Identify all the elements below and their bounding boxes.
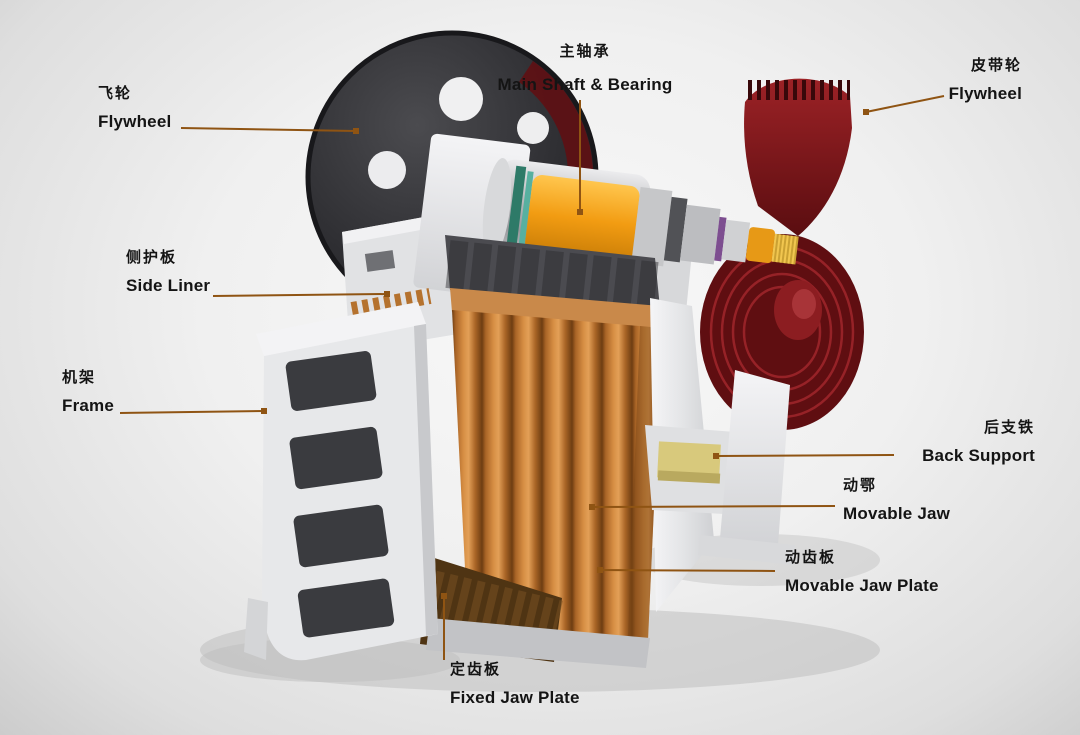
label-movable-jaw-plate: 动齿板 Movable Jaw Plate	[785, 549, 939, 595]
label-side-liner-zh: 侧护板	[126, 249, 178, 266]
label-movable-jaw-zh: 动鄂	[843, 477, 878, 494]
label-frame-en: Frame	[62, 395, 115, 415]
label-flywheel-left-zh: 飞轮	[98, 85, 133, 102]
label-frame-zh: 机架	[62, 369, 97, 386]
label-side-liner: 侧护板 Side Liner	[126, 249, 211, 295]
label-main-shaft-bearing-zh: 主轴承	[559, 43, 611, 60]
label-fixed-jaw-plate-en: Fixed Jaw Plate	[450, 687, 580, 707]
belt-pulley-arch-graphic	[744, 78, 852, 236]
label-side-liner-en: Side Liner	[126, 275, 211, 295]
label-flywheel-left: 飞轮 Flywheel	[98, 85, 172, 131]
label-fixed-jaw-plate: 定齿板 Fixed Jaw Plate	[450, 661, 580, 707]
leader-lines	[119, 95, 945, 660]
label-movable-jaw-plate-zh: 动齿板	[785, 549, 837, 566]
label-frame: 机架 Frame	[62, 369, 115, 415]
label-belt-pulley-zh: 皮带轮	[970, 57, 1022, 74]
label-belt-pulley-en: Flywheel	[948, 83, 1022, 103]
label-back-support-zh: 后支铁	[983, 419, 1035, 436]
label-flywheel-left-en: Flywheel	[98, 111, 172, 131]
label-main-shaft-bearing-en: Main Shaft & Bearing	[497, 74, 673, 94]
frame-graphic	[244, 302, 438, 661]
label-belt-pulley: 皮带轮 Flywheel	[900, 57, 1022, 103]
label-back-support: 后支铁 Back Support	[860, 419, 1035, 465]
jaw-plates-graphic	[420, 235, 662, 668]
label-main-shaft-bearing: 主轴承 Main Shaft & Bearing	[470, 43, 700, 94]
back-support-graphic	[645, 425, 742, 515]
label-movable-jaw-en: Movable Jaw	[843, 503, 951, 523]
label-fixed-jaw-plate-zh: 定齿板	[450, 661, 502, 678]
support-leg-graphic	[698, 370, 795, 565]
frame-top-teeth-graphic	[350, 288, 432, 318]
label-back-support-en: Back Support	[922, 445, 1035, 465]
label-movable-jaw-plate-en: Movable Jaw Plate	[785, 575, 939, 595]
label-movable-jaw: 动鄂 Movable Jaw	[843, 477, 951, 523]
